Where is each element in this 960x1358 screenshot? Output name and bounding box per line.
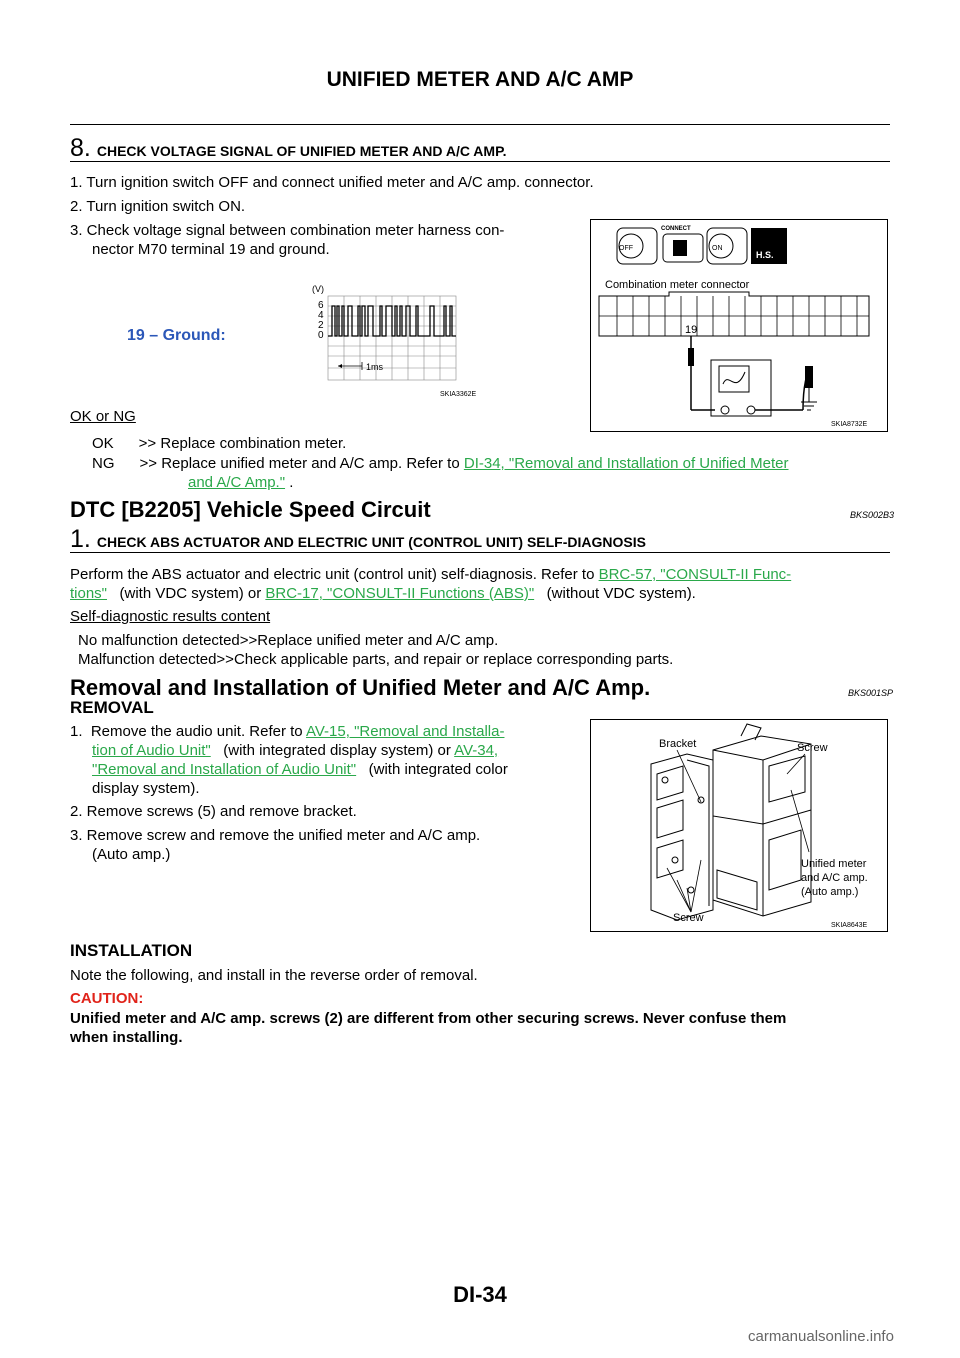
dtc-heading: DTC [B2205] Vehicle Speed Circuit	[70, 497, 431, 522]
removal-item-1-mid: (with integrated display system) or	[210, 742, 455, 759]
removal-item-3-cont: (Auto amp.)	[92, 846, 171, 863]
ng-result-cont: and A/C Amp." .	[188, 473, 293, 492]
unit-label-line-2: and A/C amp.	[801, 872, 868, 884]
removal-item-1-text: 1. Remove the audio unit. Refer to	[70, 723, 306, 740]
y-tick: 6	[318, 300, 324, 311]
screw-bottom-label: Screw	[673, 912, 704, 924]
results-label: Self-diagnostic results content	[70, 608, 271, 625]
waveform-graph: (V) 6 4 2 0 1ms SKIA3362E	[312, 284, 477, 398]
watermark[interactable]: carmanualsonline.info	[748, 1328, 894, 1345]
step-title: CHECK VOLTAGE SIGNAL OF UNIFIED METER AN…	[96, 143, 507, 159]
dtc-para-mid: (with VDC system) or	[107, 585, 266, 602]
av15-link-cont[interactable]: tion of Audio Unit"	[92, 742, 211, 759]
ng-text: NG >> Replace unified meter and A/C amp.…	[92, 455, 464, 472]
removal-item-1-cont: tion of Audio Unit" (with integrated dis…	[92, 741, 498, 760]
removal-item-1-suffix: (with integrated color	[356, 761, 508, 778]
ok-ng-label: OK or NG	[70, 408, 136, 425]
ng-result: NG >> Replace unified meter and A/C amp.…	[92, 454, 890, 473]
av34-link[interactable]: AV-34,	[454, 742, 499, 759]
switch-on-label: ON	[712, 245, 723, 252]
dtc-para-suffix: (without VDC system).	[534, 585, 696, 602]
step-rule	[70, 552, 890, 553]
time-label: 1ms	[366, 362, 384, 372]
terminal-number: 19	[685, 324, 697, 336]
removal-item-1-cont2: "Removal and Installation of Audio Unit"…	[92, 760, 508, 779]
ng-ref-link[interactable]: DI-34, "Removal and Installation of Unif…	[463, 455, 789, 472]
removal-subheading: REMOVAL	[70, 698, 154, 717]
removal-item-2: 2. Remove screws (5) and remove bracket.	[70, 803, 357, 820]
connector-title: Combination meter connector	[605, 279, 750, 291]
unit-label-line-3: (Auto amp.)	[801, 886, 858, 898]
ng-suffix: .	[285, 474, 294, 491]
switch-hs-label: H.S.	[756, 250, 774, 260]
step8-item-3: 3. Check voltage signal between combinat…	[70, 222, 505, 239]
step-number: 8.	[70, 134, 91, 162]
caution-text-1: Unified meter and A/C amp. screws (2) ar…	[70, 1010, 787, 1027]
brc57-link-cont[interactable]: tions"	[70, 585, 108, 602]
dtc-code: BKS002B3	[850, 510, 895, 520]
removal-heading: Removal and Installation of Unified Mete…	[70, 675, 651, 700]
header-rule	[70, 124, 890, 125]
result-malfunction: Malfunction detected>>Check applicable p…	[78, 651, 674, 668]
figure-code: SKIA3362E	[440, 391, 477, 398]
result-no-malfunction: No malfunction detected>>Replace unified…	[78, 632, 499, 649]
removal-code: BKS001SP	[848, 688, 894, 698]
figure-code: SKIA8732E	[831, 421, 868, 428]
switch-off-label: OFF	[619, 245, 633, 252]
step-title: CHECK ABS ACTUATOR AND ELECTRIC UNIT (CO…	[96, 534, 646, 550]
y-unit: (V)	[312, 284, 324, 294]
av34-link-cont[interactable]: "Removal and Installation of Audio Unit"	[92, 761, 357, 778]
step8-item-3-cont: nector M70 terminal 19 and ground.	[92, 241, 330, 258]
switch-connect-label: CONNECT	[661, 226, 691, 232]
brc57-link[interactable]: BRC-57, "CONSULT-II Func-	[598, 566, 792, 583]
brc17-link[interactable]: BRC-17, "CONSULT-II Functions (ABS)"	[265, 585, 535, 602]
caution-label: CAUTION:	[70, 990, 144, 1007]
connector-figure: OFF CONNECT ON H.S. Combination meter co…	[590, 219, 888, 432]
screw-top-label: Screw	[797, 742, 828, 754]
installation-text: Note the following, and install in the r…	[70, 967, 478, 984]
removal-item-1: 1. Remove the audio unit. Refer to AV-15…	[70, 722, 504, 741]
step8-item-1: 1. Turn ignition switch OFF and connect …	[70, 174, 594, 191]
connector-diagram: OFF CONNECT ON H.S. Combination meter co…	[598, 226, 870, 428]
dtc-paragraph-cont: tions" (with VDC system) or BRC-17, "CON…	[70, 584, 696, 603]
y-tick: 2	[318, 320, 324, 331]
dtc-para-text: Perform the ABS actuator and electric un…	[70, 566, 599, 583]
step-rule	[70, 161, 890, 162]
bracket-label: Bracket	[659, 738, 696, 750]
waveform-figure: (V) 6 4 2 0 1ms SKIA3362E	[298, 280, 484, 398]
removal-item-1-cont3: display system).	[92, 780, 200, 797]
unit-label-line-1: Unified meter	[801, 858, 867, 870]
ok-result: OK >> Replace combination meter.	[92, 435, 347, 452]
ng-ref-link-cont[interactable]: and A/C Amp."	[188, 474, 286, 491]
av15-link[interactable]: AV-15, "Removal and Installa-	[305, 723, 505, 740]
caution-text-2: when installing.	[70, 1029, 183, 1046]
page-number: DI-34	[453, 1282, 507, 1307]
dtc-paragraph: Perform the ABS actuator and electric un…	[70, 565, 791, 584]
y-tick: 4	[318, 310, 324, 321]
dtc-step-heading: 1. CHECK ABS ACTUATOR AND ELECTRIC UNIT (…	[70, 525, 646, 554]
amp-illustration: Bracket Screw Screw Unified meter and A/…	[650, 723, 868, 929]
step8-item-2: 2. Turn ignition switch ON.	[70, 198, 246, 215]
removal-item-3: 3. Remove screw and remove the unified m…	[70, 827, 481, 844]
step-number: 1.	[70, 525, 91, 553]
step-8-heading: 8. CHECK VOLTAGE SIGNAL OF UNIFIED METER …	[70, 134, 507, 163]
y-tick: 0	[318, 330, 324, 341]
figure-code: SKIA8643E	[831, 922, 868, 929]
page-header-title: UNIFIED METER AND A/C AMP	[326, 68, 634, 91]
installation-subheading: INSTALLATION	[70, 941, 193, 960]
amp-figure: Bracket Screw Screw Unified meter and A/…	[590, 719, 888, 932]
signal-label: 19 – Ground:	[127, 327, 226, 344]
